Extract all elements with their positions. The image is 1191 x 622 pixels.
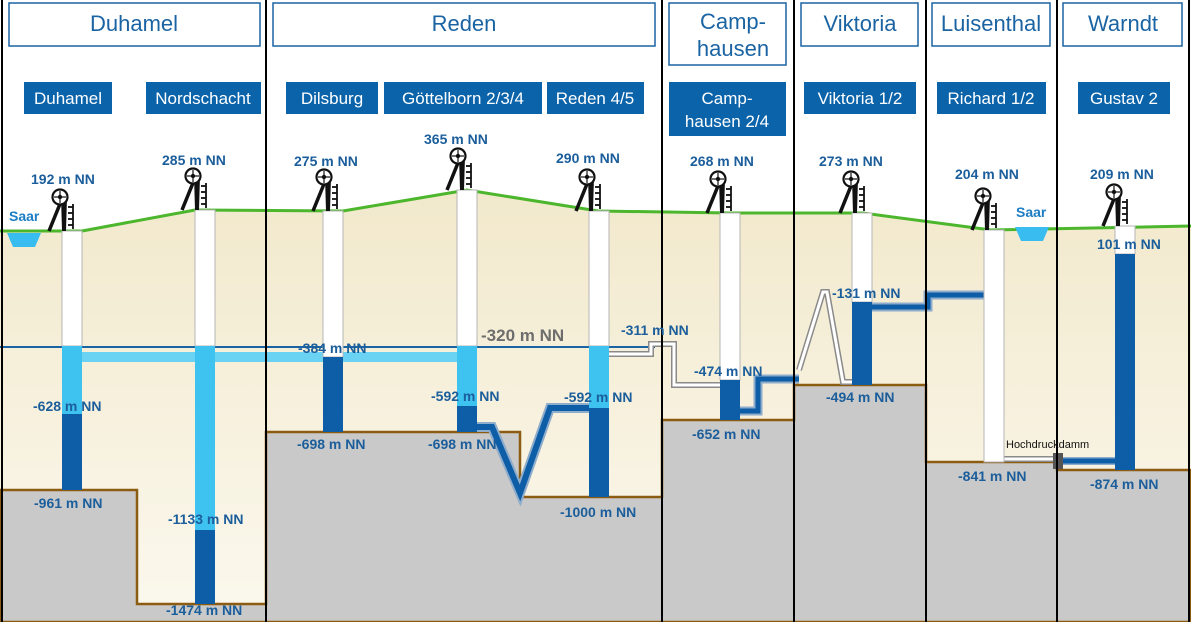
water-level-label: -592 m NN <box>564 389 632 405</box>
shaft-label-box <box>24 82 112 114</box>
region-label: Viktoria <box>824 11 898 36</box>
shaft-label-box <box>804 82 916 114</box>
headframe-icon <box>311 167 339 213</box>
river-saar-2 <box>1015 227 1049 241</box>
bottom-level-label: -841 m NN <box>958 468 1026 484</box>
shaft-label: Duhamel <box>34 89 102 108</box>
shaft-label-box <box>1078 82 1170 114</box>
region-label: Camp- <box>700 9 766 34</box>
surface-elevation: 192 m NN <box>31 171 95 187</box>
shaft-label-box <box>286 82 378 114</box>
surface-elevation: 273 m NN <box>819 153 883 169</box>
region-label: Luisenthal <box>941 11 1041 36</box>
surface-elevation: 204 m NN <box>955 166 1019 182</box>
shaft-label-box <box>146 82 261 114</box>
river-label: Saar <box>1016 204 1047 220</box>
river-label: Saar <box>9 208 40 224</box>
shaft-reden <box>588 210 610 497</box>
connection-viktoria-luisenthal-core <box>872 292 984 310</box>
water-level-label: 101 m NN <box>1097 236 1161 252</box>
water-level-label: -628 m NN <box>33 398 101 414</box>
shaft-label: Camp- <box>701 89 752 108</box>
water-level-label: -474 m NN <box>694 363 762 379</box>
bottom-level-label: -1000 m NN <box>560 504 636 520</box>
surface-elevation: 365 m NN <box>424 131 488 147</box>
shaft-label: Richard 1/2 <box>948 89 1035 108</box>
shaft-label-box <box>937 82 1046 114</box>
surface-elevation: 209 m NN <box>1090 166 1154 182</box>
region-label: Warndt <box>1088 11 1158 36</box>
region-label-line2: hausen <box>697 36 769 61</box>
reference-level-label: -320 m NN <box>481 326 564 345</box>
bottom-level-label: -874 m NN <box>1090 476 1158 492</box>
shaft-label: Gustav 2 <box>1090 89 1158 108</box>
connection-duhamel-reden <box>82 352 457 362</box>
region-header-viktoria <box>800 2 919 47</box>
shaft-label: Viktoria 1/2 <box>818 89 903 108</box>
shaft-viktoria <box>851 212 873 385</box>
bottom-level-label: -1133 m NN <box>168 511 243 527</box>
bottom-level-label: -961 m NN <box>34 495 102 511</box>
region-header-luisenthal <box>931 2 1051 47</box>
shaft-label-line2: hausen 2/4 <box>685 112 769 131</box>
headframe-icon <box>705 169 733 215</box>
region-label: Duhamel <box>90 11 178 36</box>
region-header-reden <box>272 2 656 47</box>
shaft-dilsburg <box>322 210 344 432</box>
shaft-camphausen <box>719 212 741 420</box>
region-header-camphausen <box>668 2 787 66</box>
connection-camphausen-viktoria-core <box>740 376 799 414</box>
water-level-label: -311 m NN <box>621 322 689 338</box>
dam-label: Hochdruckdamm <box>1006 439 1089 451</box>
region-header-warndt <box>1062 2 1183 47</box>
pipe-camphausen-viktoria-core <box>797 290 852 384</box>
bottom-level-label: -698 m NN <box>428 436 496 452</box>
shaft-goettelborn <box>456 189 478 432</box>
headframe-icon <box>445 146 473 192</box>
bottom-level-label: -1474 m NN <box>166 602 242 618</box>
headframe-icon <box>970 186 998 232</box>
bottom-level-label: -652 m NN <box>692 426 760 442</box>
headframe-icon <box>47 187 75 233</box>
shaft-label-box <box>384 82 542 114</box>
river-saar-1 <box>7 233 41 247</box>
surface-elevation: 285 m NN <box>162 152 226 168</box>
region-header-duhamel <box>8 2 261 47</box>
shaft-label-box <box>669 82 786 136</box>
headframe-icon <box>838 169 866 215</box>
water-level-label: -131 m NN <box>832 285 900 301</box>
headframe-icon <box>574 167 602 213</box>
bottom-level-label: -698 m NN <box>297 436 365 452</box>
shaft-luisenthal <box>983 229 1005 463</box>
shaft-label: Dilsburg <box>301 89 363 108</box>
shaft-label-box <box>547 82 644 114</box>
region-label: Reden <box>432 11 497 36</box>
surface-elevation: 268 m NN <box>690 153 754 169</box>
shaft-label: Reden 4/5 <box>556 89 634 108</box>
water-level-label: -384 m NN <box>298 340 366 356</box>
surface-elevation: 290 m NN <box>556 150 620 166</box>
shaft-duhamel <box>61 230 83 490</box>
headframe-icon <box>180 166 208 212</box>
shaft-label: Göttelborn 2/3/4 <box>402 89 524 108</box>
headframe-icon <box>1101 182 1129 228</box>
connection-goettelborn-reden-core <box>477 405 590 502</box>
bottom-level-label: -494 m NN <box>826 389 894 405</box>
shaft-nordschacht <box>194 209 216 604</box>
shaft-label: Nordschacht <box>155 89 251 108</box>
surface-elevation: 275 m NN <box>294 153 358 169</box>
shaft-warndt <box>1114 225 1136 470</box>
water-level-label: -592 m NN <box>431 388 499 404</box>
